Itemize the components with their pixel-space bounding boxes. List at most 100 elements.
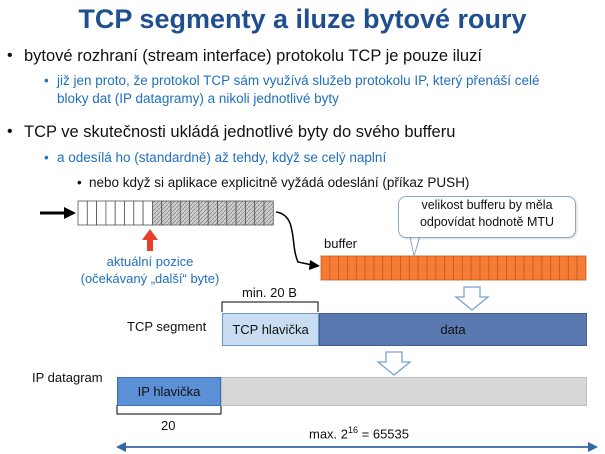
down-arrow-icon: [454, 286, 490, 311]
buffer-cell: [541, 255, 552, 281]
buffer-cell: [470, 255, 481, 281]
callout-line1: velikost bufferu by měla: [421, 198, 553, 212]
buffer-cell: [567, 255, 578, 281]
bullet-text: TCP ve skutečnosti ukládá jednotlivé byt…: [24, 123, 456, 141]
subbullet-line1: již jen proto, že protokol TCP sám využí…: [57, 73, 540, 88]
tcp-data-text: data: [440, 322, 466, 337]
max-size-label: max. 216 = 65535: [309, 425, 409, 441]
buffer-cell: [426, 255, 437, 281]
filled-byte-cell: [207, 200, 218, 226]
bullet-dot-icon: •: [77, 175, 82, 190]
buffer-cell: [559, 255, 569, 281]
filled-byte-cell: [217, 200, 228, 226]
buffer-cell: [435, 255, 446, 281]
buffer-cell: [453, 255, 463, 281]
current-position-label: aktuální pozice (očekávaný „další“ byte): [80, 253, 220, 287]
subbullet-ip-blocks: • již jen proto, že protokol TCP sám vyu…: [44, 72, 540, 108]
buffer-cell: [550, 255, 560, 281]
filled-byte-cell: [254, 200, 265, 226]
current-position-arrow-icon: [142, 229, 158, 251]
buffer-cell: [400, 255, 410, 281]
ip-body-block: [221, 377, 587, 406]
buffer-label: buffer: [324, 236, 358, 251]
buffer-cell: [497, 255, 507, 281]
empty-byte-cell: [124, 200, 135, 226]
max-suffix: = 65535: [358, 426, 409, 442]
position-line1: aktuální pozice: [106, 254, 194, 269]
input-arrow-icon: [40, 207, 76, 219]
buffer-cell: [514, 255, 525, 281]
buffer-cell: [329, 255, 340, 281]
buffer-cell: [461, 255, 472, 281]
max-size-double-arrow-icon: [116, 442, 598, 452]
buffer-cell: [479, 255, 490, 281]
bullet-text: bytové rozhraní (stream interface) proto…: [24, 47, 482, 65]
buffer-cell: [373, 255, 384, 281]
buffer-cell: [506, 255, 516, 281]
buffer-cell: [338, 255, 348, 281]
ip-header-bracket: [116, 405, 222, 415]
ip-header-block: IP hlavička: [117, 377, 221, 406]
bullet-dot-icon: •: [7, 123, 13, 140]
min-size-bracket: [221, 301, 319, 312]
empty-byte-cell: [96, 200, 107, 226]
slide-title: TCP segmenty a iluze bytové roury: [78, 4, 527, 34]
bullet-dot-icon: •: [44, 73, 49, 88]
buffer-cell: [391, 255, 401, 281]
filled-byte-cell: [198, 200, 209, 226]
filled-byte-cell: [226, 200, 237, 226]
filled-byte-cell: [244, 200, 256, 226]
filled-byte-cell: [151, 200, 163, 226]
max-exponent: 16: [348, 425, 359, 435]
byte-stream: [77, 200, 274, 226]
ip-header-size-label: 20: [161, 418, 176, 433]
empty-byte-cell: [77, 200, 88, 226]
empty-byte-cell: [86, 200, 98, 226]
subsubbullet-push: • nebo když si aplikace explicitně vyžád…: [77, 174, 470, 192]
buffer-cell: [444, 255, 454, 281]
buffer-cells: [320, 255, 587, 281]
filled-byte-cell: [179, 200, 191, 226]
max-prefix: max. 2: [309, 426, 349, 442]
buffer-cell: [320, 255, 331, 281]
buffer-cell: [382, 255, 393, 281]
filled-byte-cell: [263, 200, 274, 226]
callout-line2: odpovídat hodnotě MTU: [419, 215, 555, 229]
ip-header-text: IP hlavička: [137, 384, 201, 399]
subsubbullet-text: nebo když si aplikace explicitně vyžádá …: [89, 175, 470, 190]
position-line2: (očekávaný „další“ byte): [80, 271, 220, 286]
callout-pointer: [409, 235, 421, 257]
subbullet-send-when-full: • a odesílá ho (standardně) až tehdy, kd…: [44, 149, 387, 167]
min-size-label: min. 20 B: [242, 285, 297, 300]
tcp-data-block: data: [319, 313, 587, 346]
empty-byte-cell: [133, 200, 144, 226]
bullet-stream-interface: • bytové rozhraní (stream interface) pro…: [7, 46, 482, 66]
bullet-dot-icon: •: [44, 150, 49, 165]
filled-byte-cell: [170, 200, 181, 226]
empty-byte-cell: [114, 200, 125, 226]
empty-byte-cell: [105, 200, 116, 226]
buffer-cell: [576, 255, 587, 281]
subbullet-text: a odesílá ho (standardně) až tehdy, když…: [57, 150, 387, 165]
filled-byte-cell: [235, 200, 246, 226]
filled-byte-cell: [189, 200, 200, 226]
subbullet-line2: bloky dat (IP datagramy) a nikoli jednot…: [57, 91, 339, 106]
buffer-cell: [523, 255, 534, 281]
tcp-header-text: TCP hlavička: [232, 322, 309, 337]
buffer-cell: [408, 255, 419, 281]
filled-byte-cell: [161, 200, 172, 226]
buffer-cell: [347, 255, 357, 281]
bullet-tcp-buffer: • TCP ve skutečnosti ukládá jednotlivé b…: [7, 122, 456, 142]
buffer-cell: [355, 255, 366, 281]
empty-byte-cell: [142, 200, 153, 226]
curved-arrow-icon: [275, 211, 320, 270]
buffer-size-callout: velikost bufferu by měla odpovídat hodno…: [398, 196, 576, 238]
bullet-dot-icon: •: [7, 47, 13, 64]
down-arrow-icon: [376, 351, 412, 376]
ip-datagram-label: IP datagram: [32, 370, 103, 385]
buffer-cell: [532, 255, 543, 281]
buffer-cell: [364, 255, 375, 281]
buffer-cell: [417, 255, 428, 281]
